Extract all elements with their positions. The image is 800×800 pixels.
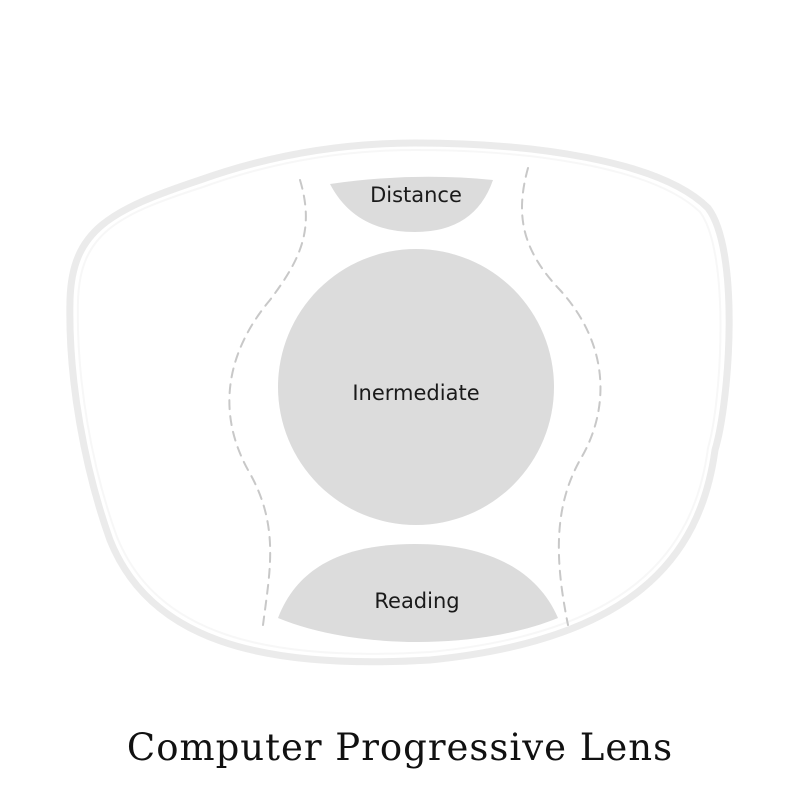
reading-zone: Reading [278, 544, 558, 642]
diagram-caption: Computer Progressive Lens [126, 726, 674, 769]
intermediate-zone: Inermediate [278, 249, 554, 525]
distance-zone: Distance [330, 176, 493, 232]
corridor-boundary-right [521, 167, 602, 626]
reading-zone-label: Reading [374, 589, 459, 613]
intermediate-zone-label: Inermediate [352, 381, 479, 405]
corridor-boundary-left [228, 179, 307, 626]
distance-zone-label: Distance [370, 183, 462, 207]
lens-outline [66, 139, 733, 666]
